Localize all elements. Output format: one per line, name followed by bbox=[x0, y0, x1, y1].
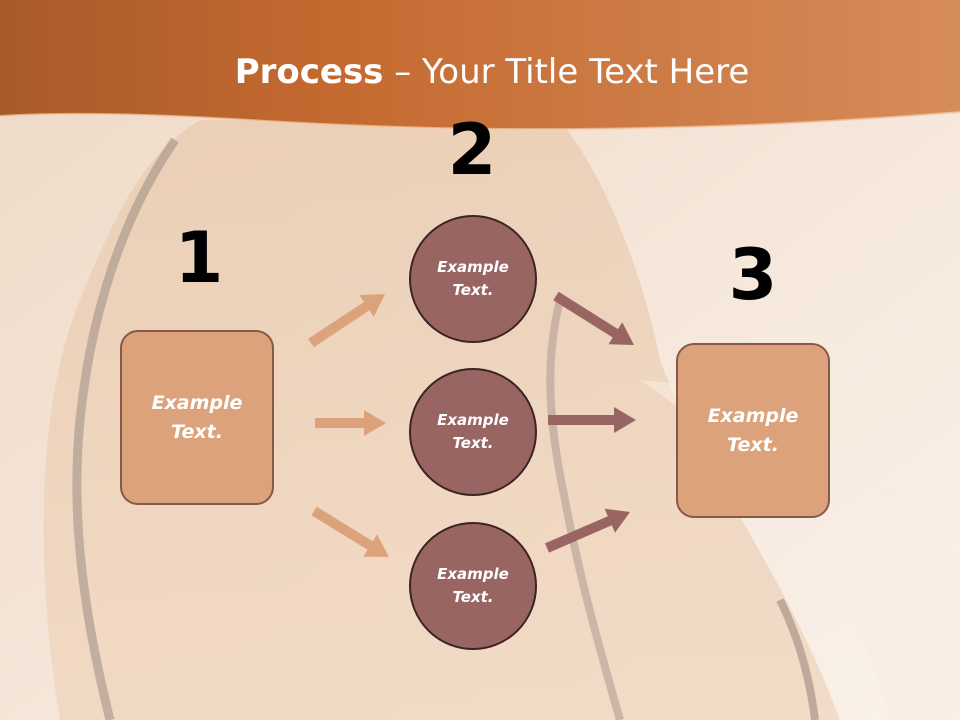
slide-title: Process – Your Title Text Here bbox=[0, 52, 960, 92]
circle-top: Example Text. bbox=[409, 215, 537, 343]
circle-top-label: Example Text. bbox=[437, 258, 509, 299]
step-number-3: 3 bbox=[728, 234, 778, 316]
arrow-left-to-bottom bbox=[311, 506, 389, 557]
arrow-bottom-to-right bbox=[545, 508, 630, 553]
circle-middle: Example Text. bbox=[409, 368, 537, 496]
left-box: Example Text. bbox=[120, 330, 274, 505]
title-rest: – Your Title Text Here bbox=[383, 52, 750, 92]
right-box: Example Text. bbox=[676, 343, 830, 518]
arrow-left-to-top bbox=[308, 294, 385, 348]
left-box-label: Example Text. bbox=[151, 391, 243, 443]
circle-bottom: Example Text. bbox=[409, 522, 537, 650]
step-number-1: 1 bbox=[174, 217, 224, 299]
title-bold: Process bbox=[234, 52, 384, 92]
circle-middle-label: Example Text. bbox=[437, 411, 509, 452]
arrow-middle-to-right bbox=[548, 407, 636, 433]
arrow-top-to-right bbox=[553, 291, 634, 345]
step-number-2: 2 bbox=[447, 109, 497, 191]
right-box-label: Example Text. bbox=[707, 404, 799, 456]
circle-bottom-label: Example Text. bbox=[437, 565, 509, 606]
arrow-left-to-middle bbox=[315, 410, 386, 436]
